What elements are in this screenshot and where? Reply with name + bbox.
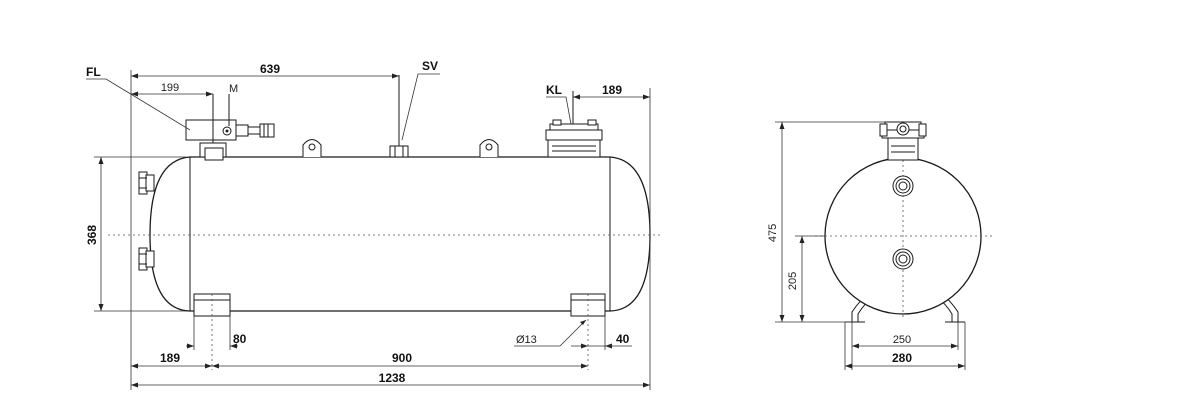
dim-199-label: 199	[161, 82, 179, 94]
m-label: M	[229, 83, 238, 95]
tank-shell	[149, 156, 651, 312]
dim-639: 639	[131, 62, 399, 79]
dim-639-label: 639	[260, 62, 280, 76]
kl-callout: KL	[546, 83, 572, 125]
lifting-lug-right	[479, 139, 499, 157]
dim-13-label: Ø13	[516, 334, 537, 346]
support-foot-left	[193, 293, 231, 370]
dim-40: 40	[571, 316, 632, 350]
dim-280: 280	[844, 322, 966, 370]
dim-368-label: 368	[85, 225, 99, 245]
end-view-lower-connector	[892, 248, 914, 270]
dim-1238-label: 1238	[379, 371, 406, 385]
fl-fitting	[185, 94, 275, 161]
support-foot-right	[570, 293, 606, 370]
left-lower-fitting	[138, 247, 155, 271]
kl-label: KL	[546, 83, 562, 97]
end-view: 475 205 250 280	[767, 121, 992, 370]
end-view-kl-fitting	[879, 121, 927, 161]
dim-205-label: 205	[787, 272, 799, 290]
sv-callout: SV	[401, 59, 440, 141]
end-view-upper-connector	[892, 175, 914, 197]
dim-900-label: 900	[392, 351, 412, 365]
dim-189-top-label: 189	[602, 83, 622, 97]
side-view: 639 199 M FL SV KL 1	[85, 59, 660, 390]
fl-callout: FL	[86, 65, 191, 131]
dim-189-bottom: 189	[131, 351, 212, 369]
dim-475-label: 475	[767, 224, 779, 242]
dim-280-label: 280	[892, 351, 912, 365]
dim-80: 80	[186, 316, 247, 350]
dim-368: 368	[85, 156, 186, 312]
dim-250-label: 250	[893, 334, 911, 346]
sv-valve	[389, 75, 409, 158]
lifting-lug-left	[302, 139, 322, 157]
dim-13: Ø13	[514, 319, 587, 347]
left-upper-fitting	[138, 171, 155, 195]
dim-250: 250	[851, 322, 959, 370]
dim-199: 199	[131, 82, 213, 97]
dim-189-bottom-label: 189	[160, 351, 180, 365]
dim-205: 205	[787, 235, 825, 322]
sv-label: SV	[422, 59, 438, 73]
dim-900: 900	[212, 351, 588, 369]
kl-cover	[545, 91, 603, 158]
dim-80-label: 80	[233, 332, 247, 346]
dim-475: 475	[767, 121, 885, 323]
dim-40-label: 40	[616, 332, 630, 346]
dim-1238: 1238	[131, 371, 650, 388]
fl-label: FL	[86, 65, 101, 79]
dim-189-top: 189	[573, 83, 650, 100]
